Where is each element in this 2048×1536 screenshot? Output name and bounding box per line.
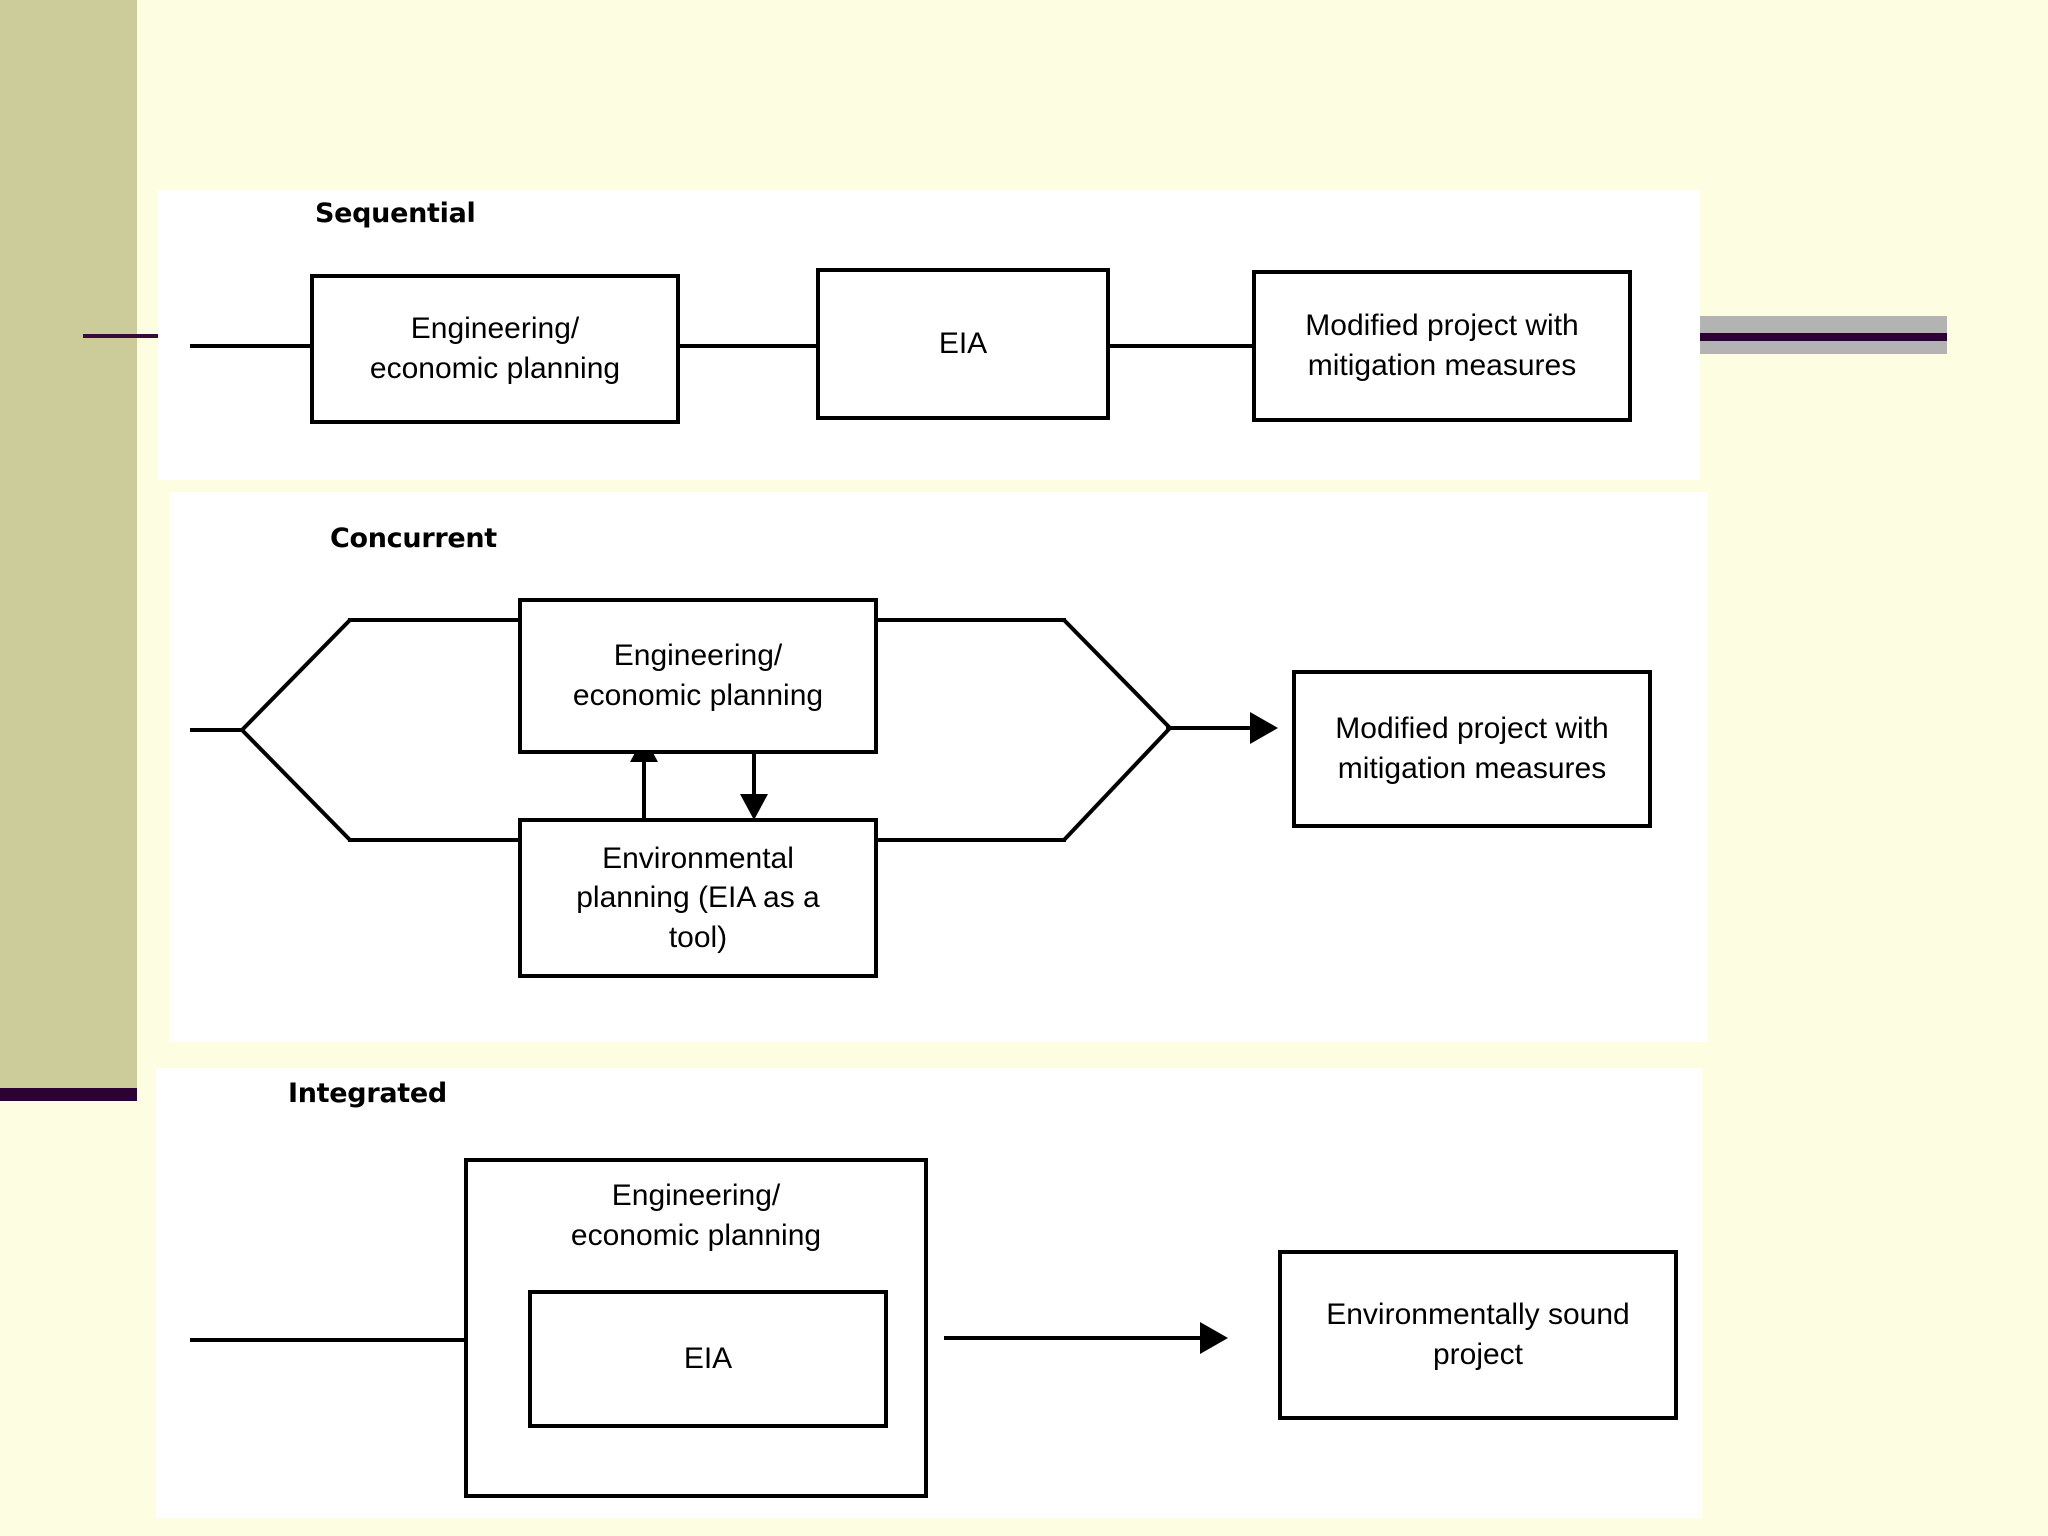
section-title-integrated: Integrated	[288, 1078, 447, 1109]
left-accent-line	[83, 334, 159, 338]
sidebar-accent-bar	[0, 1088, 137, 1101]
box-integrated-eia-label: EIA	[683, 1342, 733, 1376]
box-sequential-eia-label: EIA	[938, 327, 988, 361]
sequential-connector-eia-to-modified	[1108, 344, 1254, 348]
concurrent-feedback-down-arrow-shaft	[752, 752, 756, 814]
box-integrated-eia: EIA	[528, 1290, 888, 1428]
concurrent-feedback-down-arrowhead	[740, 794, 768, 820]
concurrent-merge-top-line	[876, 618, 1066, 622]
sequential-input-line	[190, 344, 312, 348]
right-accent-line	[1667, 333, 1947, 341]
section-title-concurrent: Concurrent	[330, 523, 497, 554]
box-integrated-engineering-label: Engineering/economic planning	[570, 1179, 822, 1252]
box-sequential-engineering-label: Engineering/economic planning	[369, 312, 621, 385]
concurrent-branch-bottom-line	[348, 838, 520, 842]
box-concurrent-engineering: Engineering/economic planning	[518, 598, 878, 754]
concurrent-branch-top-line	[348, 618, 520, 622]
box-concurrent-engineering-label: Engineering/economic planning	[572, 639, 824, 712]
sidebar-decorative-band	[0, 0, 137, 1090]
integrated-output-arrowhead	[1200, 1322, 1228, 1354]
concurrent-feedback-up-arrow-shaft	[642, 756, 646, 822]
box-sequential-engineering: Engineering/economic planning	[310, 274, 680, 424]
concurrent-input-line	[190, 728, 242, 732]
concurrent-output-arrowhead	[1250, 712, 1278, 744]
integrated-input-line	[190, 1338, 468, 1342]
concurrent-output-arrow-shaft	[1166, 726, 1262, 730]
concurrent-merge-bottom-line	[876, 838, 1066, 842]
section-title-sequential: Sequential	[315, 198, 476, 229]
sequential-connector-eng-to-eia	[678, 344, 818, 348]
box-sequential-eia: EIA	[816, 268, 1110, 420]
integrated-output-arrow-shaft	[944, 1336, 1212, 1340]
